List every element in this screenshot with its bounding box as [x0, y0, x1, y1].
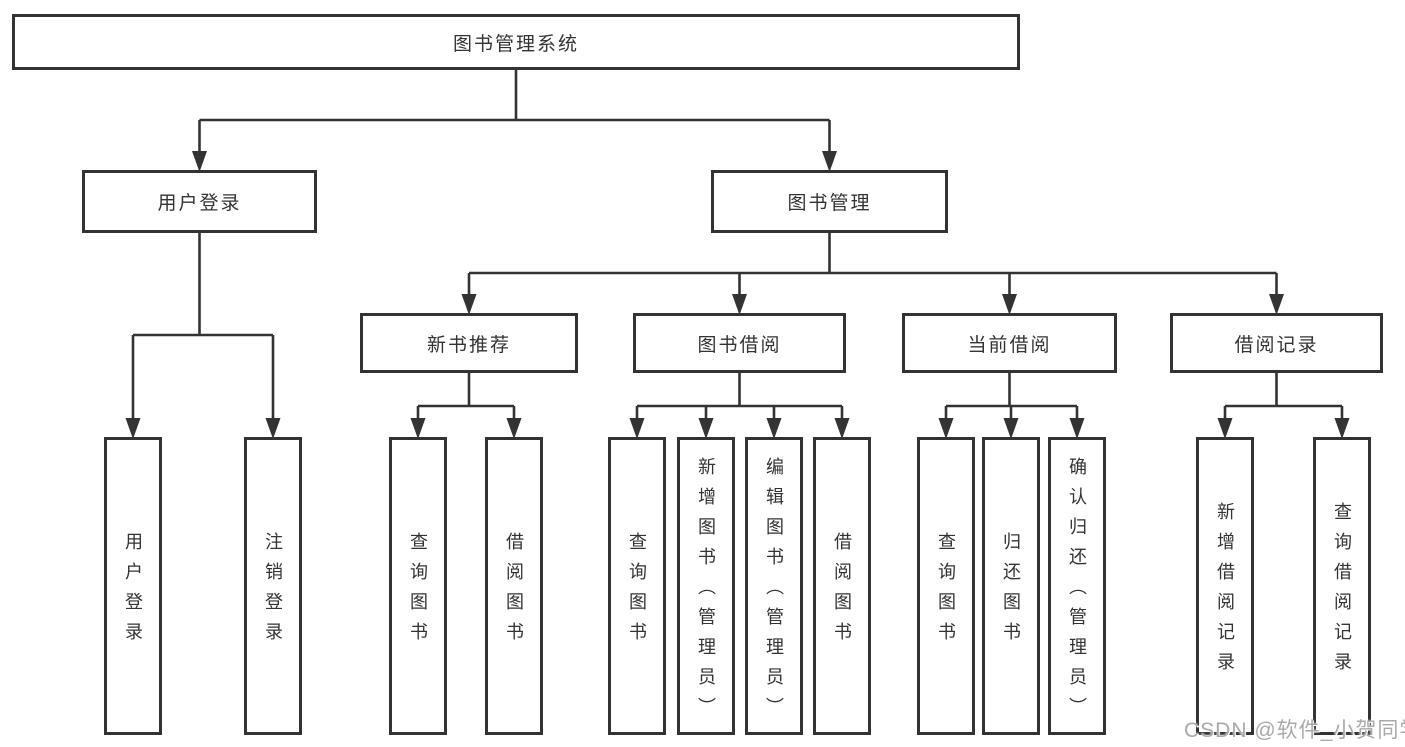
node-query-books-recommend: 查询图书	[389, 437, 447, 735]
node-label-book-borrowing: 图书借阅	[697, 334, 782, 356]
arrowhead	[822, 151, 837, 172]
link-user-login-module	[125, 233, 281, 439]
node-borrow-books: 借阅图书	[813, 437, 871, 735]
arrowhead	[506, 418, 522, 439]
node-new-book-recommend: 新书推荐	[360, 313, 578, 373]
node-label-borrow-books-recommend: 借阅图书	[504, 532, 524, 652]
connector-path	[635, 373, 844, 421]
node-label-query-books-current: 查询图书	[936, 532, 956, 652]
connector-path	[416, 373, 516, 421]
node-label-add-borrow-record: 新增借阅记录	[1215, 502, 1235, 682]
node-label-current-borrowing: 当前借阅	[967, 334, 1052, 356]
node-query-books-borrowing: 查询图书	[608, 437, 666, 735]
arrowhead	[1002, 294, 1017, 315]
node-label-new-book-recommend: 新书推荐	[426, 334, 511, 356]
node-label-user-login: 用户登录	[123, 532, 143, 652]
node-query-borrow-record: 查询借阅记录	[1313, 437, 1371, 735]
node-borrowing-records: 借阅记录	[1170, 313, 1383, 373]
arrowhead	[125, 418, 141, 439]
node-library-system: 图书管理系统	[12, 14, 1020, 70]
node-user-login-module: 用户登录	[82, 170, 317, 233]
link-borrowing-records	[1217, 373, 1350, 439]
node-current-borrowing: 当前借阅	[902, 313, 1117, 373]
link-current-borrowing	[938, 373, 1085, 439]
node-user-login: 用户登录	[104, 437, 162, 735]
node-label-add-books-admin: 新增图书（管理员）	[696, 457, 716, 727]
node-query-books-current: 查询图书	[917, 437, 975, 735]
node-label-edit-books-admin: 编辑图书（管理员）	[764, 457, 784, 727]
link-library-system	[192, 70, 837, 172]
node-confirm-return-admin: 确认归还（管理员）	[1048, 437, 1106, 735]
arrowhead	[265, 418, 281, 439]
node-label-user-login-module: 用户登录	[157, 193, 242, 214]
node-logout: 注销登录	[244, 437, 302, 735]
watermark: CSDN @软件_小贺同学	[1184, 719, 1405, 742]
node-return-books: 归还图书	[982, 437, 1040, 735]
connector-path	[1223, 373, 1344, 421]
arrowhead	[938, 418, 954, 439]
arrowhead	[410, 418, 426, 439]
arrowhead	[192, 151, 207, 172]
node-book-borrowing: 图书借阅	[633, 313, 846, 373]
arrowhead	[1069, 418, 1085, 439]
arrowhead	[732, 294, 747, 315]
link-book-borrowing	[629, 373, 850, 439]
connector-path	[131, 233, 275, 421]
connector-path	[944, 373, 1079, 421]
connector-path	[467, 233, 1278, 297]
link-new-book-recommend	[410, 373, 522, 439]
arrowhead	[461, 294, 477, 315]
node-label-query-books-recommend: 查询图书	[408, 532, 428, 652]
arrowhead	[629, 418, 645, 439]
arrowhead	[698, 418, 714, 439]
node-book-management: 图书管理	[711, 170, 948, 233]
node-add-borrow-record: 新增借阅记录	[1196, 437, 1254, 735]
node-label-confirm-return-admin: 确认归还（管理员）	[1067, 457, 1087, 727]
node-label-query-books-borrowing: 查询图书	[627, 532, 647, 652]
link-book-management	[461, 233, 1284, 315]
node-label-query-borrow-record: 查询借阅记录	[1332, 502, 1352, 682]
arrowhead	[834, 418, 850, 439]
arrowhead	[1269, 294, 1284, 315]
node-label-return-books: 归还图书	[1001, 532, 1021, 652]
node-label-logout: 注销登录	[263, 532, 283, 652]
node-label-library-system: 图书管理系统	[452, 33, 579, 55]
arrowhead	[766, 418, 782, 439]
connector-path	[198, 70, 831, 154]
node-label-borrow-books: 借阅图书	[832, 532, 852, 652]
node-label-borrowing-records: 借阅记录	[1234, 334, 1319, 356]
node-borrow-books-recommend: 借阅图书	[485, 437, 543, 735]
arrowhead	[1217, 418, 1233, 439]
arrowhead	[1003, 418, 1019, 439]
node-add-books-admin: 新增图书（管理员）	[677, 437, 735, 735]
node-edit-books-admin: 编辑图书（管理员）	[745, 437, 803, 735]
arrowhead	[1334, 418, 1350, 439]
node-label-book-management: 图书管理	[787, 193, 872, 214]
